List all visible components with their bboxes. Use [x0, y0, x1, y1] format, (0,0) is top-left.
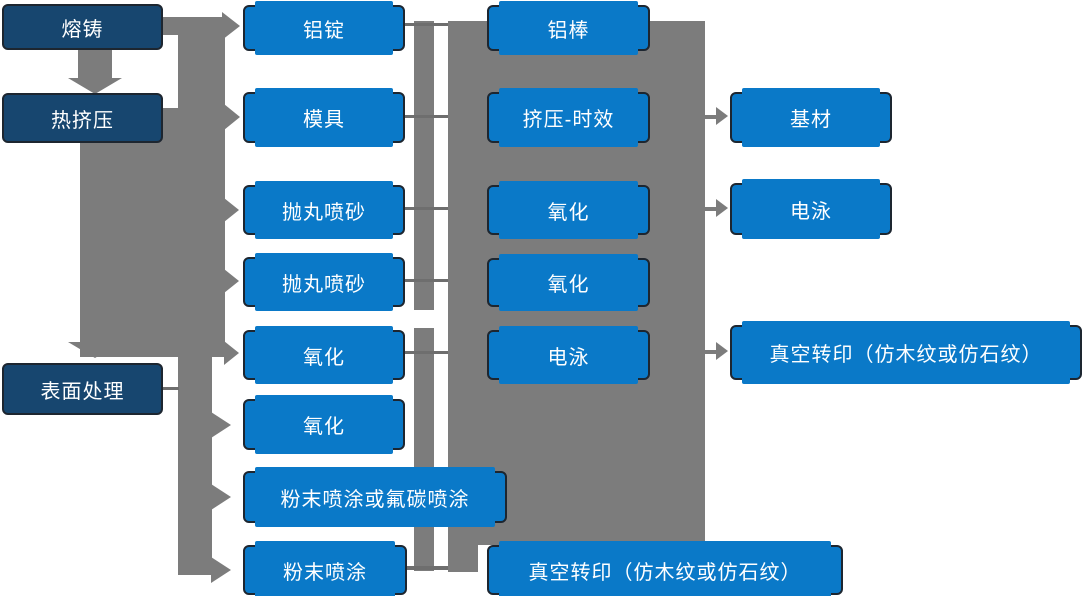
arrowhead-mold-icon — [224, 104, 240, 130]
node-oxidation-2: 氧化 — [243, 395, 405, 454]
connector-link-aluminum-ingot — [403, 23, 448, 26]
connector-shaft-electrophoresis-2 — [704, 207, 717, 211]
node-oxidation-3: 氧化 — [487, 181, 650, 239]
connector-link-shot-blast-1 — [403, 207, 448, 210]
node-aluminum-rod: 铝棒 — [487, 1, 650, 55]
connector-link-shot-blast-2 — [403, 279, 448, 282]
node-oxidation-4: 氧化 — [487, 254, 650, 311]
arrowhead-shot-blast-1-icon — [224, 198, 239, 222]
node-shot-blast-2: 抛丸喷砂 — [243, 253, 405, 311]
connector-middle-bar-upper — [414, 21, 434, 310]
connector-link-vacuum-transfer — [405, 566, 448, 570]
arrowhead-vacuum-transfer-2-icon — [716, 342, 728, 360]
node-shot-blast-1: 抛丸喷砂 — [243, 181, 405, 239]
arrowhead-electrophoresis-2-icon — [716, 199, 728, 217]
connector-middle-bar-lower — [414, 328, 434, 571]
arrowhead-powder-fluorocarbon-icon — [211, 484, 231, 510]
connector-melt-to-extrusion — [78, 50, 112, 80]
node-melt-casting: 熔铸 — [2, 4, 163, 50]
connector-link-mold — [403, 115, 448, 118]
node-extrusion-aging: 挤压-时效 — [487, 88, 650, 147]
node-electrophoresis-1: 电泳 — [487, 326, 650, 384]
node-mold: 模具 — [243, 88, 405, 147]
node-vacuum-transfer-2: 真空转印（仿木纹或仿石纹） — [730, 321, 1082, 384]
connector-surface-treatment-link — [163, 387, 179, 390]
node-surface-treatment: 表面处理 — [2, 363, 163, 415]
arrowhead-powder-coating-icon — [211, 557, 231, 583]
connector-left-panel — [80, 108, 225, 357]
connector-link-oxidation-1 — [403, 351, 448, 354]
arrowhead-down-hot-extrusion-icon — [68, 78, 122, 94]
node-aluminum-ingot: 铝锭 — [243, 1, 405, 55]
arrowhead-base-material-icon — [716, 107, 728, 125]
connector-arm-to-aluminum-ingot — [150, 17, 223, 35]
arrowhead-aluminum-ingot-icon — [222, 12, 240, 40]
arrowhead-oxidation-2-icon — [211, 412, 231, 438]
node-electrophoresis-2: 电泳 — [730, 179, 892, 239]
node-oxidation-1: 氧化 — [243, 326, 405, 384]
arrowhead-oxidation-1-icon — [224, 341, 239, 365]
connector-shaft-base-material — [704, 115, 717, 119]
node-powder-coating: 粉末喷涂 — [243, 541, 407, 596]
node-hot-extrusion: 热挤压 — [2, 93, 163, 143]
connector-left-spine-bottom — [178, 357, 212, 575]
connector-shaft-vacuum-transfer-2 — [704, 350, 717, 354]
node-powder-or-fluorocarbon-coating: 粉末喷涂或氟碳喷涂 — [243, 467, 507, 527]
arrowhead-down-surface-treatment-icon — [68, 342, 122, 358]
connector-right-panel-tab — [448, 545, 478, 572]
node-vacuum-transfer-1: 真空转印（仿木纹或仿石纹） — [487, 541, 843, 596]
arrowhead-shot-blast-2-icon — [224, 269, 239, 293]
node-base-material: 基材 — [730, 88, 892, 147]
